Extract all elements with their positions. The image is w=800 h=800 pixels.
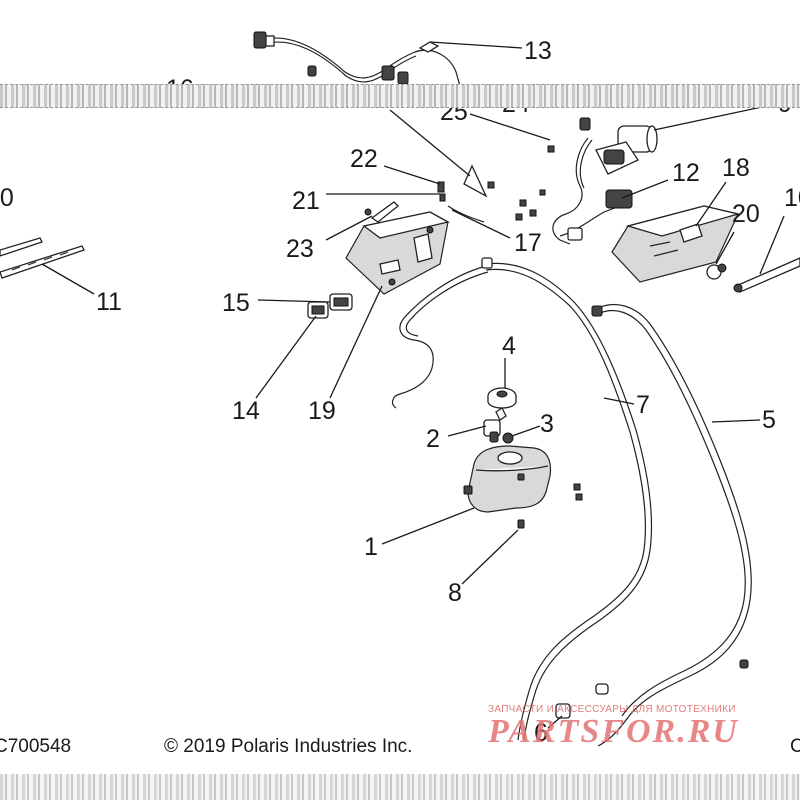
callout-numbers: 13 16 9 25 24 22 12 18 10 10 21 20 23 17…: [0, 37, 800, 747]
callout-22: 22: [350, 145, 378, 173]
callout-13: 13: [524, 37, 552, 65]
callout-21: 21: [292, 187, 320, 215]
callout-10-right: 10: [784, 184, 800, 212]
callout-3: 3: [540, 410, 554, 438]
callout-18: 18: [722, 154, 750, 182]
part-24-triangle-bracket: [463, 164, 488, 198]
part-11-wiper-blade: [0, 237, 85, 279]
part-12-connector: [559, 189, 633, 241]
partsfor-watermark: ЗАПЧАСТИ И АКСЕССУАРЫ ДЛЯ МОТОТЕХНИКИ PA…: [488, 704, 788, 751]
watermark-tagline: ЗАПЧАСТИ И АКСЕССУАРЫ ДЛЯ МОТОТЕХНИКИ: [488, 704, 736, 715]
leader-lines: [41, 41, 785, 729]
copyright-text: © 2019 Polaris Industries Inc.: [164, 736, 413, 757]
callout-20: 20: [732, 200, 760, 228]
callout-11: 11: [96, 288, 122, 316]
diagram-code: C700548: [0, 736, 72, 757]
part-2-washer-pump: [483, 407, 507, 443]
callout-10-left: 10: [0, 184, 14, 212]
torn-band-bottom: [0, 774, 800, 800]
part-3-grommet: [502, 432, 514, 444]
part-20-nut: [706, 263, 727, 280]
callout-17: 17: [514, 229, 542, 257]
misc-hardware: [487, 145, 583, 501]
part-19-bracket-box: [345, 211, 450, 295]
callout-15: 15: [222, 289, 250, 317]
torn-band-top: [0, 84, 800, 108]
callout-1: 1: [364, 533, 378, 561]
callout-6: 6: [534, 719, 548, 747]
part-14-15-connectors: [307, 293, 353, 319]
part-5-washer-hose: [591, 303, 752, 747]
part-8-screw: [517, 519, 525, 529]
callout-23: 23: [286, 235, 314, 263]
callout-7: 7: [636, 391, 650, 419]
part-9-wiper-motor: [552, 117, 658, 245]
part-23-clip: [364, 201, 399, 223]
watermark-logo: PARTSFOR.RU: [488, 713, 739, 750]
callout-8: 8: [448, 579, 462, 607]
part-7-washer-hose: [391, 257, 653, 741]
part-10-wiper-arm-right: [733, 257, 800, 293]
callout-12: 12: [672, 159, 700, 187]
part-6-nozzle: [555, 659, 749, 719]
part-17-tube: [447, 205, 485, 223]
callout-2: 2: [426, 425, 440, 453]
part-4-cap: [487, 387, 517, 409]
callout-5: 5: [762, 406, 776, 434]
callout-14: 14: [232, 397, 260, 425]
part-18-right-cover: [611, 205, 741, 283]
callout-4: 4: [502, 332, 516, 360]
part-21-22-screws: [437, 181, 446, 202]
part-1-washer-reservoir: [463, 445, 552, 513]
callout-19: 19: [308, 397, 336, 425]
part-13-wiper-harness: [253, 31, 461, 87]
diagram-code-right: C: [790, 736, 800, 757]
